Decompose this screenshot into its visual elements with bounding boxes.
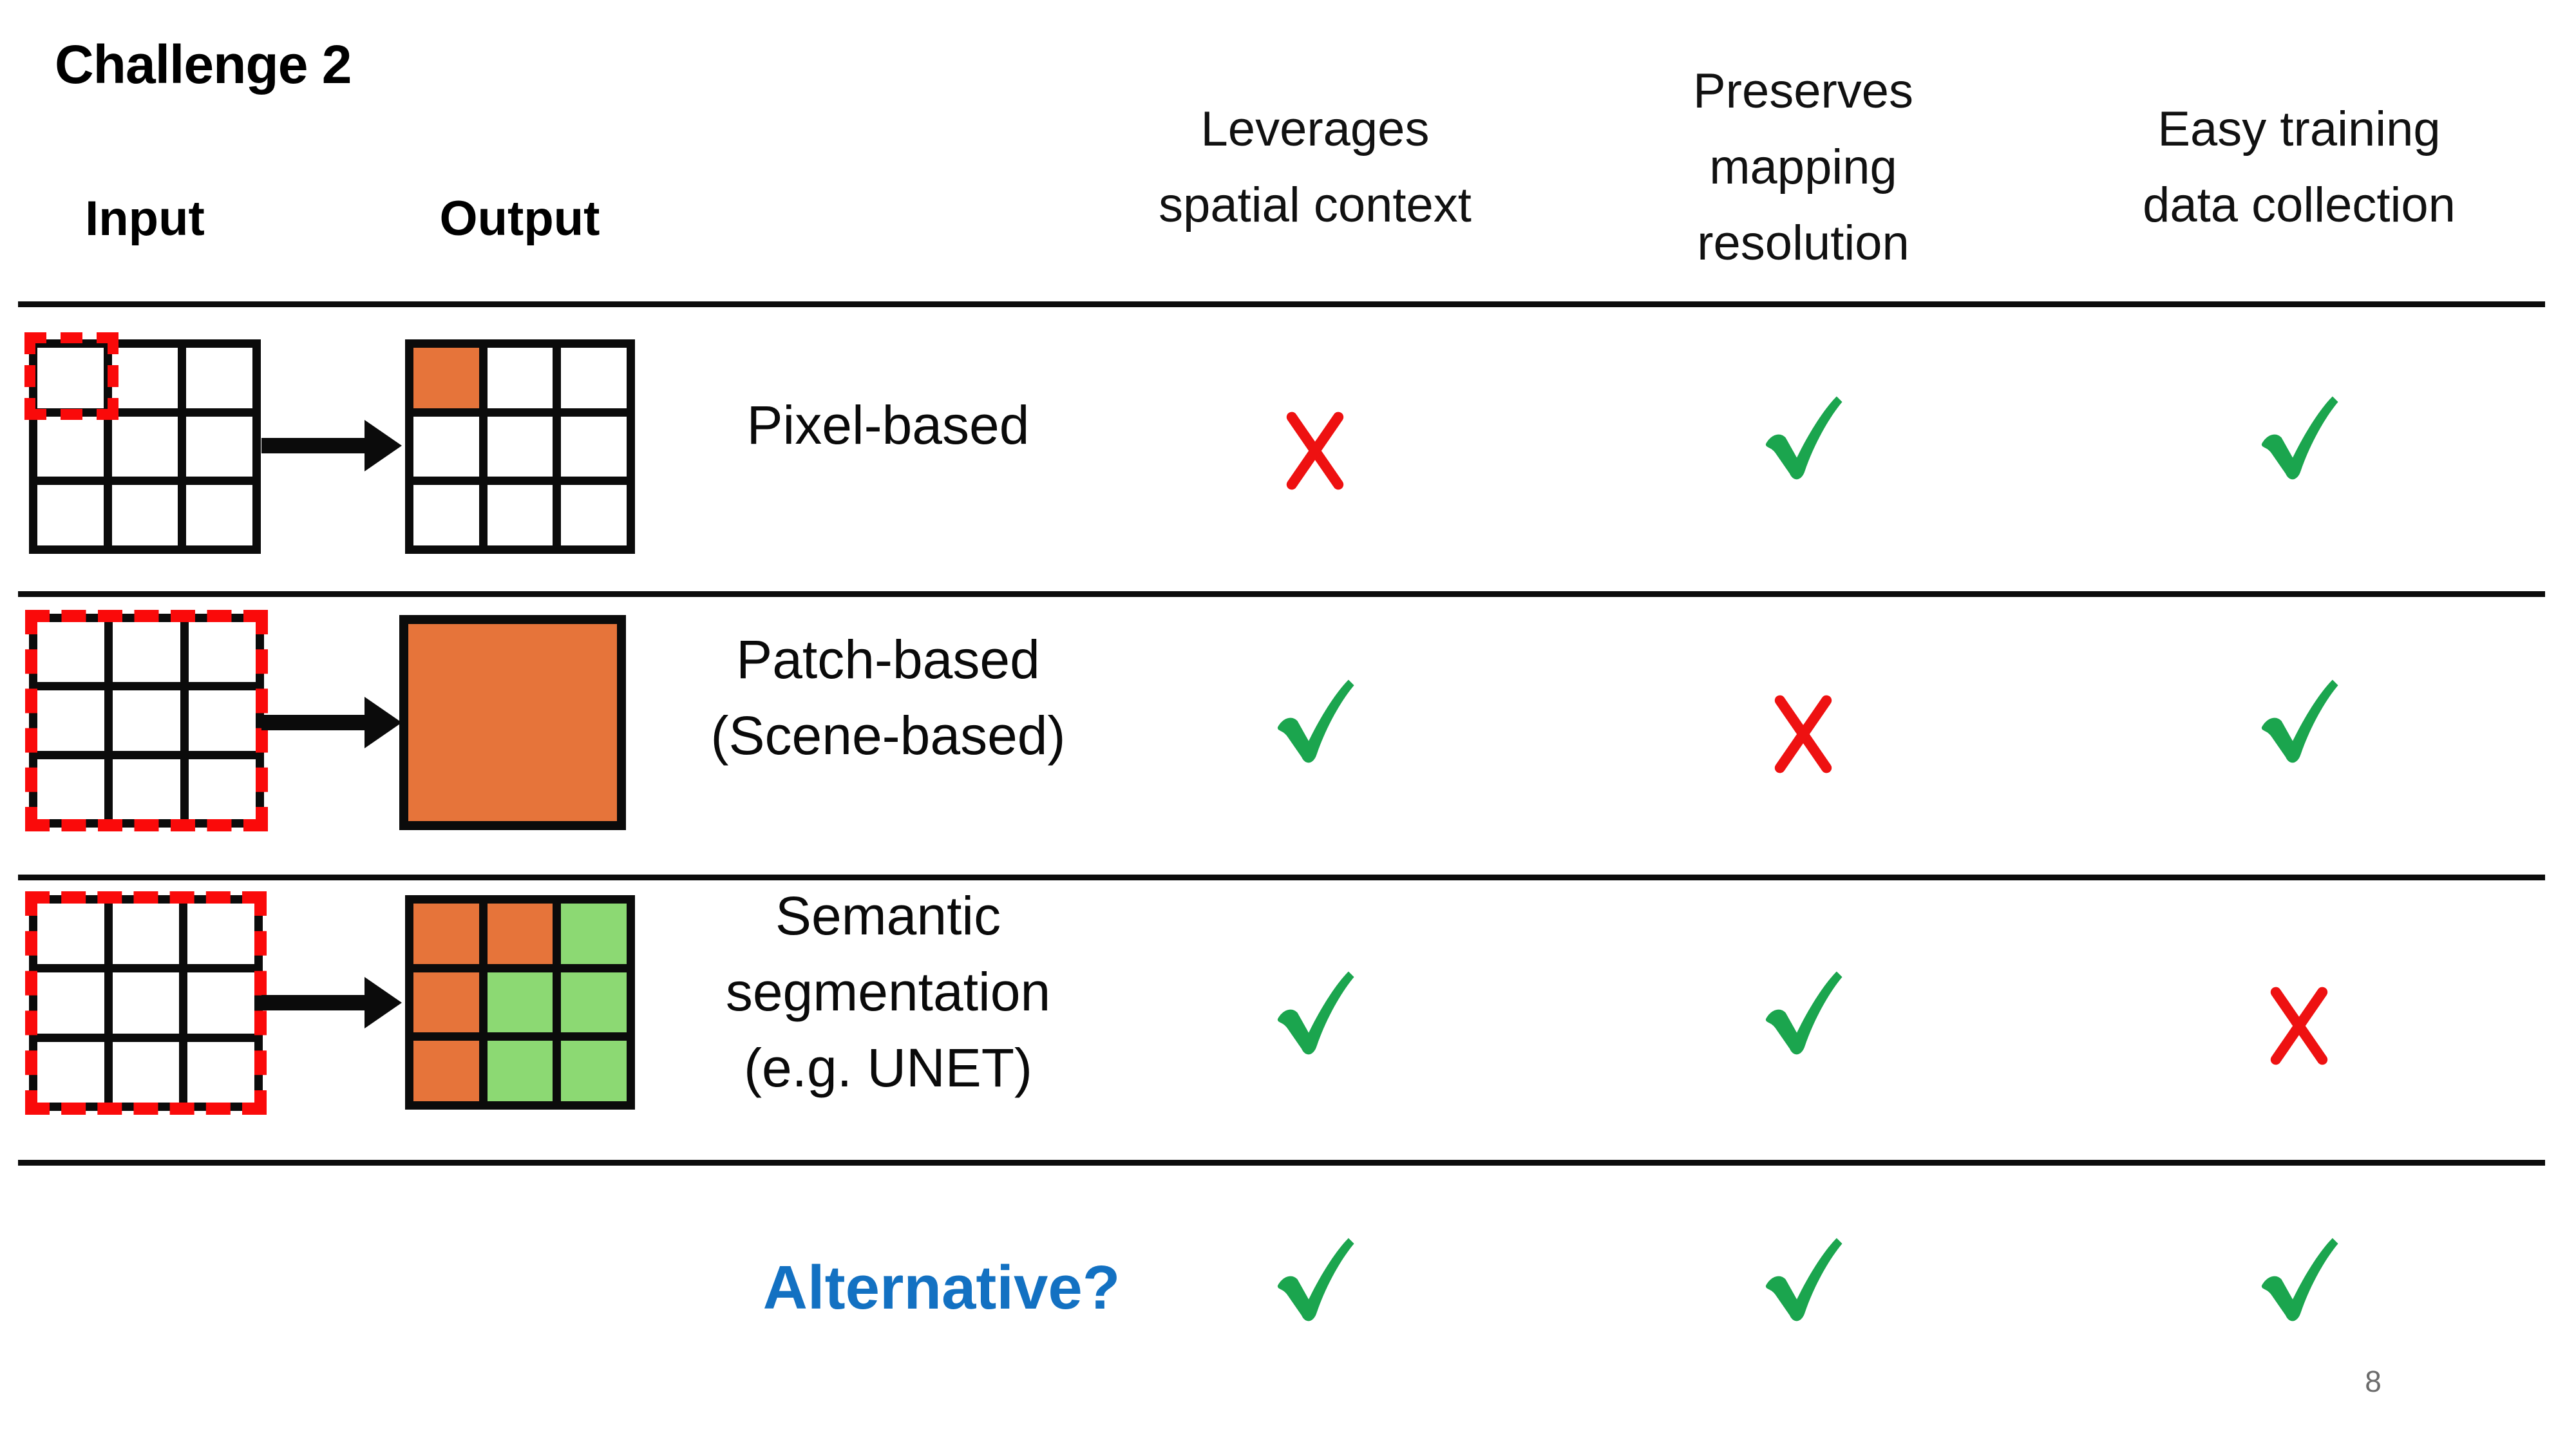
check-mark-icon: [2259, 1236, 2339, 1327]
segmentation-input-grid: [29, 895, 263, 1111]
grid-cell-white: [111, 348, 178, 408]
row-label-line: (Scene-based): [710, 705, 1066, 766]
grid-cell-white: [37, 416, 104, 477]
criterion-line: Leverages: [1200, 102, 1430, 156]
arrow-icon: [261, 420, 402, 471]
grid-cell-white: [113, 622, 180, 683]
cross-mark-icon: [1286, 412, 1344, 493]
grid-cell-orange: [413, 904, 479, 964]
criterion-line: spatial context: [1159, 178, 1472, 232]
grid-cell-green: [487, 972, 553, 1033]
grid-cell-orange: [413, 972, 479, 1033]
row-label-pixel-based: Pixel-based: [663, 328, 1113, 522]
criterion-line: resolution: [1697, 216, 1909, 270]
criterion-header-preserves-mapping-resolution: Preserves mapping resolution: [1546, 39, 2061, 296]
grid-cell-white: [37, 972, 104, 1034]
grid-cell-white: [111, 485, 178, 545]
grid-cell-white: [37, 759, 105, 819]
separator-line: [18, 1160, 2545, 1166]
grid-cell-white: [487, 485, 553, 545]
grid-cell-white: [186, 485, 252, 545]
grid-cell-white: [413, 485, 479, 545]
arrow-icon: [261, 697, 402, 748]
row-label-line: (e.g. UNET): [743, 1037, 1033, 1098]
segmentation-output-grid: [405, 895, 635, 1110]
criterion-header-easy-training-data-collection: Easy training data collection: [2041, 39, 2557, 296]
segmentation-selection-dashed-box: [25, 891, 267, 1115]
patch-selection-dashed-box: [25, 610, 268, 831]
check-mark-icon: [2259, 395, 2339, 486]
grid-cell-white: [487, 348, 553, 408]
row-label-line: Alternative?: [762, 1253, 1121, 1322]
separator-line: [18, 875, 2545, 880]
row-label-semantic-segmentation: Semantic segmentation (e.g. UNET): [663, 886, 1113, 1098]
check-mark-icon: [1763, 395, 1843, 486]
grid-cell-white: [186, 416, 252, 477]
check-mark-icon: [2259, 678, 2339, 769]
check-mark-icon: [1763, 970, 1843, 1061]
grid-cell-white: [188, 622, 256, 683]
arrow-icon: [261, 977, 402, 1028]
grid-cell-green: [487, 1041, 553, 1101]
grid-cell-white: [187, 972, 254, 1034]
grid-cell-white: [37, 348, 104, 408]
grid-cell-white: [37, 485, 104, 545]
row-label-alternative: Alternative?: [716, 1191, 1167, 1385]
patch-input-grid: [29, 614, 264, 828]
criterion-line: mapping: [1709, 140, 1897, 194]
grid-cell-white: [187, 1041, 254, 1103]
grid-cell-white: [112, 972, 180, 1034]
grid-cell-green: [561, 1041, 627, 1101]
criterion-line: Preserves: [1692, 64, 1914, 118]
grid-cell-white: [561, 485, 627, 545]
row-label-line: Semantic: [775, 886, 1001, 946]
output-column-label: Output: [439, 191, 600, 246]
grid-cell-orange: [413, 1041, 479, 1101]
page-number: 8: [2365, 1365, 2382, 1398]
grid-cell-green: [561, 904, 627, 964]
row-label-line: segmentation: [725, 961, 1051, 1022]
grid-cell-white: [112, 1041, 180, 1103]
slide-title: Challenge 2: [55, 34, 352, 95]
criterion-line: data collection: [2143, 178, 2456, 232]
grid-cell-white: [187, 904, 254, 965]
pixel-selection-dashed-box: [24, 332, 118, 420]
grid-cell-white: [113, 690, 180, 751]
separator-line: [18, 301, 2545, 307]
grid-cell-white: [188, 759, 256, 819]
criterion-line: Easy training: [2157, 102, 2441, 156]
grid-cell-white: [37, 622, 105, 683]
grid-cell-white: [111, 416, 178, 477]
grid-cell-orange: [487, 904, 553, 964]
grid-cell-white: [112, 904, 180, 965]
criterion-header-leverages-spatial-context: Leverages spatial context: [1057, 39, 1573, 296]
patch-output-square: [399, 615, 626, 830]
grid-cell-white: [37, 904, 104, 965]
check-mark-icon: [1275, 678, 1355, 769]
row-label-patch-based: Patch-based (Scene-based): [663, 601, 1113, 794]
grid-cell-white: [37, 690, 105, 751]
grid-cell-orange: [413, 348, 479, 408]
check-mark-icon: [1763, 1236, 1843, 1327]
grid-cell-green: [561, 972, 627, 1033]
cross-mark-icon: [1774, 695, 1832, 777]
grid-cell-white: [561, 416, 627, 477]
grid-cell-white: [37, 1041, 104, 1103]
grid-cell-white: [186, 348, 252, 408]
grid-cell-white: [113, 759, 180, 819]
row-label-line: Patch-based: [736, 629, 1040, 690]
check-mark-icon: [1275, 1236, 1355, 1327]
check-mark-icon: [1275, 970, 1355, 1061]
grid-cell-white: [413, 416, 479, 477]
grid-cell-white: [487, 416, 553, 477]
separator-line: [18, 591, 2545, 597]
grid-cell-white: [188, 690, 256, 751]
cross-mark-icon: [2270, 987, 2328, 1068]
pixel-input-grid: [29, 339, 261, 554]
grid-cell-white: [561, 348, 627, 408]
input-column-label: Input: [85, 191, 205, 246]
row-label-line: Pixel-based: [746, 395, 1030, 455]
pixel-output-grid: [405, 339, 635, 554]
